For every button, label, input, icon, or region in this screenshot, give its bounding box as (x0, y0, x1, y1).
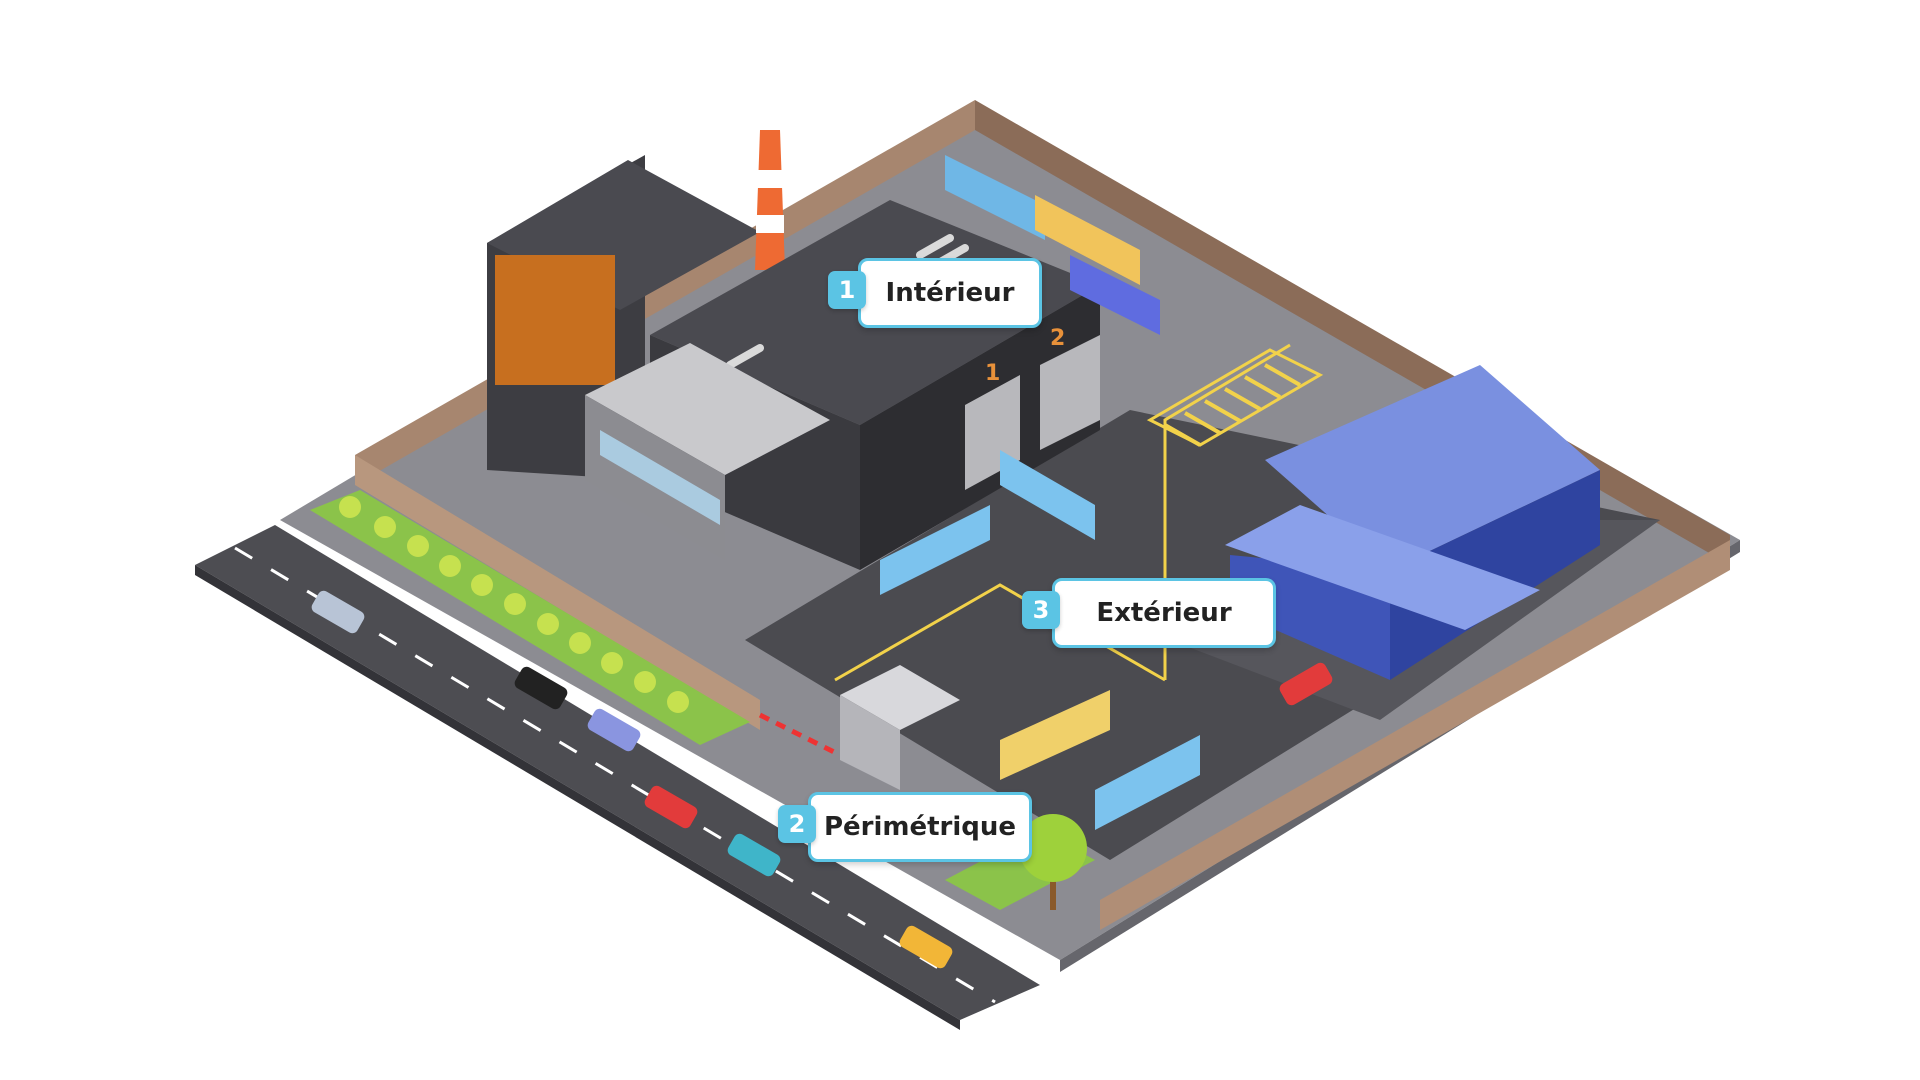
callout-number: 1 (838, 276, 856, 304)
car (1279, 662, 1333, 706)
callout-label: Extérieur (1096, 598, 1232, 628)
guard-house (840, 665, 960, 730)
gate-barrier (758, 712, 842, 758)
office-windows (600, 430, 720, 525)
callout-label: Périmétrique (823, 812, 1017, 842)
car (311, 590, 365, 634)
road (195, 525, 1040, 1020)
car (899, 925, 953, 969)
car (727, 833, 781, 877)
storage-lower-roof (1225, 505, 1540, 630)
dock-number: 1 (985, 361, 1000, 386)
truck (1095, 735, 1200, 830)
yard-line (834, 583, 1166, 682)
trailer (1070, 255, 1160, 335)
callout-label: Intérieur (885, 278, 1015, 308)
trailer (945, 155, 1045, 240)
office-roof (585, 343, 830, 475)
callout-number-badge: 2 (778, 805, 816, 843)
tree-trunk (1050, 855, 1056, 910)
callout-number-badge: 3 (1022, 591, 1060, 629)
tree (1019, 814, 1087, 882)
fence-front-right (1100, 540, 1730, 930)
callout-label-box: Intérieur (858, 258, 1042, 328)
callout-number: 3 (1032, 596, 1050, 624)
loading-zone-hatch (1164, 363, 1301, 447)
truck (1000, 690, 1110, 780)
dock-door (1040, 335, 1100, 450)
truck (1000, 450, 1095, 540)
factory-orange-band (495, 255, 615, 385)
dock-number: 2 (1050, 326, 1065, 351)
guard-house-front (840, 695, 900, 790)
callout-label-box: Extérieur (1052, 578, 1276, 648)
hedge-row (339, 496, 689, 713)
callout-number-badge: 1 (828, 271, 866, 309)
truck (880, 505, 990, 595)
chimney (755, 130, 785, 270)
chimney-stripe (756, 215, 784, 233)
fence-front-left (355, 455, 760, 730)
road-edge (195, 565, 960, 1030)
car (514, 666, 568, 710)
car (644, 785, 698, 829)
storage-roof (1265, 365, 1600, 570)
car (587, 708, 641, 752)
chimney-stripe (757, 170, 783, 188)
trailer (1035, 195, 1140, 285)
callout-number: 2 (788, 810, 806, 838)
callout-label-box: Périmétrique (808, 792, 1032, 862)
